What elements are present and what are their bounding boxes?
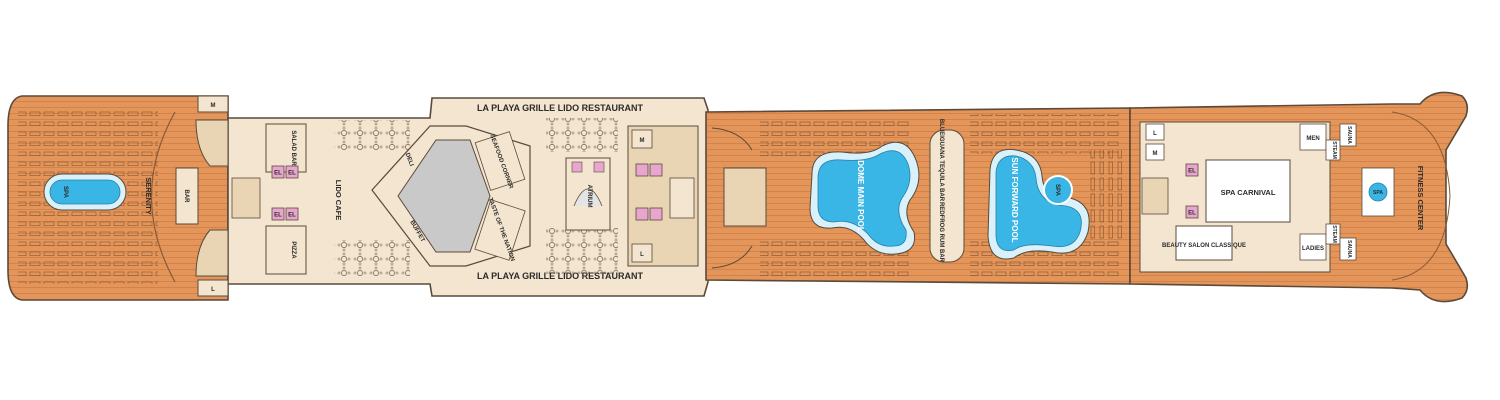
mid-loungers-fwd-top bbox=[970, 114, 1120, 154]
beauty-salon-label: BEAUTY SALON CLASSIQUE bbox=[1162, 243, 1246, 249]
fwd-elevator-2 bbox=[1185, 205, 1199, 219]
sauna-label: SAUNA bbox=[1346, 240, 1352, 258]
fwd-ladies-restroom-label: L bbox=[1153, 131, 1157, 137]
midship-curve-bottom bbox=[711, 245, 753, 269]
fwd-lido-stairs bbox=[669, 177, 695, 219]
fwd-lido-elevator-2 bbox=[649, 163, 663, 177]
steam-label: STEAM bbox=[1331, 141, 1337, 159]
aft-stair-top bbox=[195, 119, 229, 167]
redfrog-label: REDFROG RUM BAR bbox=[938, 202, 944, 263]
lido-elevator-3 bbox=[271, 207, 285, 221]
sun-forward-pool bbox=[995, 155, 1082, 252]
steam-room-ladies bbox=[1325, 223, 1341, 245]
lido-elevator-4 bbox=[285, 207, 299, 221]
lido-elevator-1 bbox=[271, 165, 285, 179]
ladies-label: LADIES bbox=[1302, 246, 1324, 252]
sun-forward-pool-label: SUN FORWARD POOL bbox=[1010, 157, 1019, 242]
atrium-elevator-2 bbox=[593, 161, 605, 173]
elevator-label: EL bbox=[1188, 169, 1196, 175]
fitness-center-label: FITNESS CENTER bbox=[1416, 166, 1425, 231]
serenity-label: SERENITY bbox=[144, 177, 153, 215]
fwd-mens-restroom-label: M bbox=[1153, 151, 1158, 157]
aft-bar bbox=[175, 167, 199, 225]
fwd-spa-tub bbox=[1368, 182, 1388, 202]
steam-label: STEAM bbox=[1331, 225, 1337, 243]
fwd-ladies-restroom bbox=[1145, 123, 1165, 141]
buffet-interior bbox=[397, 139, 491, 253]
fwd-lido-ladies bbox=[631, 243, 653, 263]
aft-stairwell bbox=[231, 177, 261, 219]
sauna-men bbox=[1339, 123, 1357, 147]
aft-bar-label: BAR bbox=[183, 190, 189, 204]
ladies-room bbox=[1299, 233, 1327, 261]
lido-elevator-2 bbox=[285, 165, 299, 179]
aft-mens bbox=[197, 95, 229, 113]
fwd-elevator-1 bbox=[1185, 163, 1199, 177]
aft-tub bbox=[49, 179, 121, 205]
midship-curve-top bbox=[711, 127, 753, 151]
pizza-label: PIZZA bbox=[290, 241, 296, 259]
aft-mens-label: M bbox=[211, 103, 216, 109]
midship-structure bbox=[723, 167, 767, 227]
seafood-corner bbox=[474, 131, 526, 191]
blueiguana-redfrog-bar bbox=[929, 129, 965, 263]
restaurant-bottom-label: LA PLAYA GRILLE LIDO RESTAURANT bbox=[477, 271, 644, 281]
fwd-lido-elevator-1 bbox=[635, 163, 649, 177]
mid-spa-tub bbox=[1043, 175, 1073, 205]
atrium-arc bbox=[573, 188, 603, 207]
beauty-salon bbox=[1175, 225, 1233, 261]
men-room bbox=[1299, 123, 1327, 151]
atrium-elevator-1 bbox=[571, 161, 583, 173]
aft-spa-label: SPA bbox=[62, 186, 68, 199]
elevator-label: EL bbox=[288, 213, 296, 219]
bow-railing bbox=[1391, 111, 1451, 281]
mid-spa-label: SPA bbox=[1054, 184, 1060, 197]
sauna-label: SAUNA bbox=[1346, 126, 1352, 144]
restaurant-top-label: LA PLAYA GRILLE LIDO RESTAURANT bbox=[477, 103, 644, 113]
aft-ladies bbox=[197, 279, 229, 297]
pizza bbox=[265, 225, 307, 275]
salad-bar bbox=[265, 123, 307, 173]
aft-ladies-label: L bbox=[211, 287, 215, 293]
fwd-lido-elevator-4 bbox=[649, 207, 663, 221]
aft-stair-bottom bbox=[195, 229, 229, 277]
fwd-lido-elevator-3 bbox=[635, 207, 649, 221]
steam-room-men bbox=[1325, 139, 1341, 161]
elevator-label: EL bbox=[274, 171, 282, 177]
sauna-ladies bbox=[1339, 237, 1357, 261]
lido-cafe-label: LIDO CAFE bbox=[334, 180, 343, 220]
elevator-label: EL bbox=[288, 171, 296, 177]
dome-main-pool-label: DOME MAIN POOL bbox=[856, 160, 865, 232]
dome-main-pool bbox=[817, 150, 911, 247]
fwd-lido-mens-label: M bbox=[640, 138, 645, 144]
fwd-lido-ladies-label: L bbox=[640, 252, 644, 258]
deli-label: DELI bbox=[404, 152, 414, 167]
salad-bar-label: SALAD BAR bbox=[290, 130, 296, 166]
elevator-label: EL bbox=[274, 213, 282, 219]
men-label: MEN bbox=[1306, 136, 1319, 142]
mid-loungers-side bbox=[1086, 150, 1122, 240]
atrium-label: ATRIUM bbox=[586, 185, 592, 208]
spa-carnival bbox=[1205, 159, 1291, 223]
elevator-label: EL bbox=[1188, 211, 1196, 217]
fwd-mens-restroom bbox=[1145, 143, 1165, 161]
tables-aft-top bbox=[334, 120, 410, 150]
tables-fwd-top bbox=[546, 118, 618, 152]
tables-aft-bottom bbox=[334, 240, 410, 276]
fwd-spa-tub-label: SPA bbox=[1373, 190, 1383, 196]
spa-carnival-label: SPA CARNIVAL bbox=[1221, 188, 1276, 197]
fwd-stairwell bbox=[1141, 177, 1169, 215]
blueiguana-label: BLUEIGUANA TEQUILA BAR bbox=[938, 119, 944, 202]
fwd-lido-mens bbox=[631, 129, 653, 149]
taste-of-the-nation bbox=[474, 199, 526, 261]
tables-fwd-bottom bbox=[546, 228, 618, 274]
